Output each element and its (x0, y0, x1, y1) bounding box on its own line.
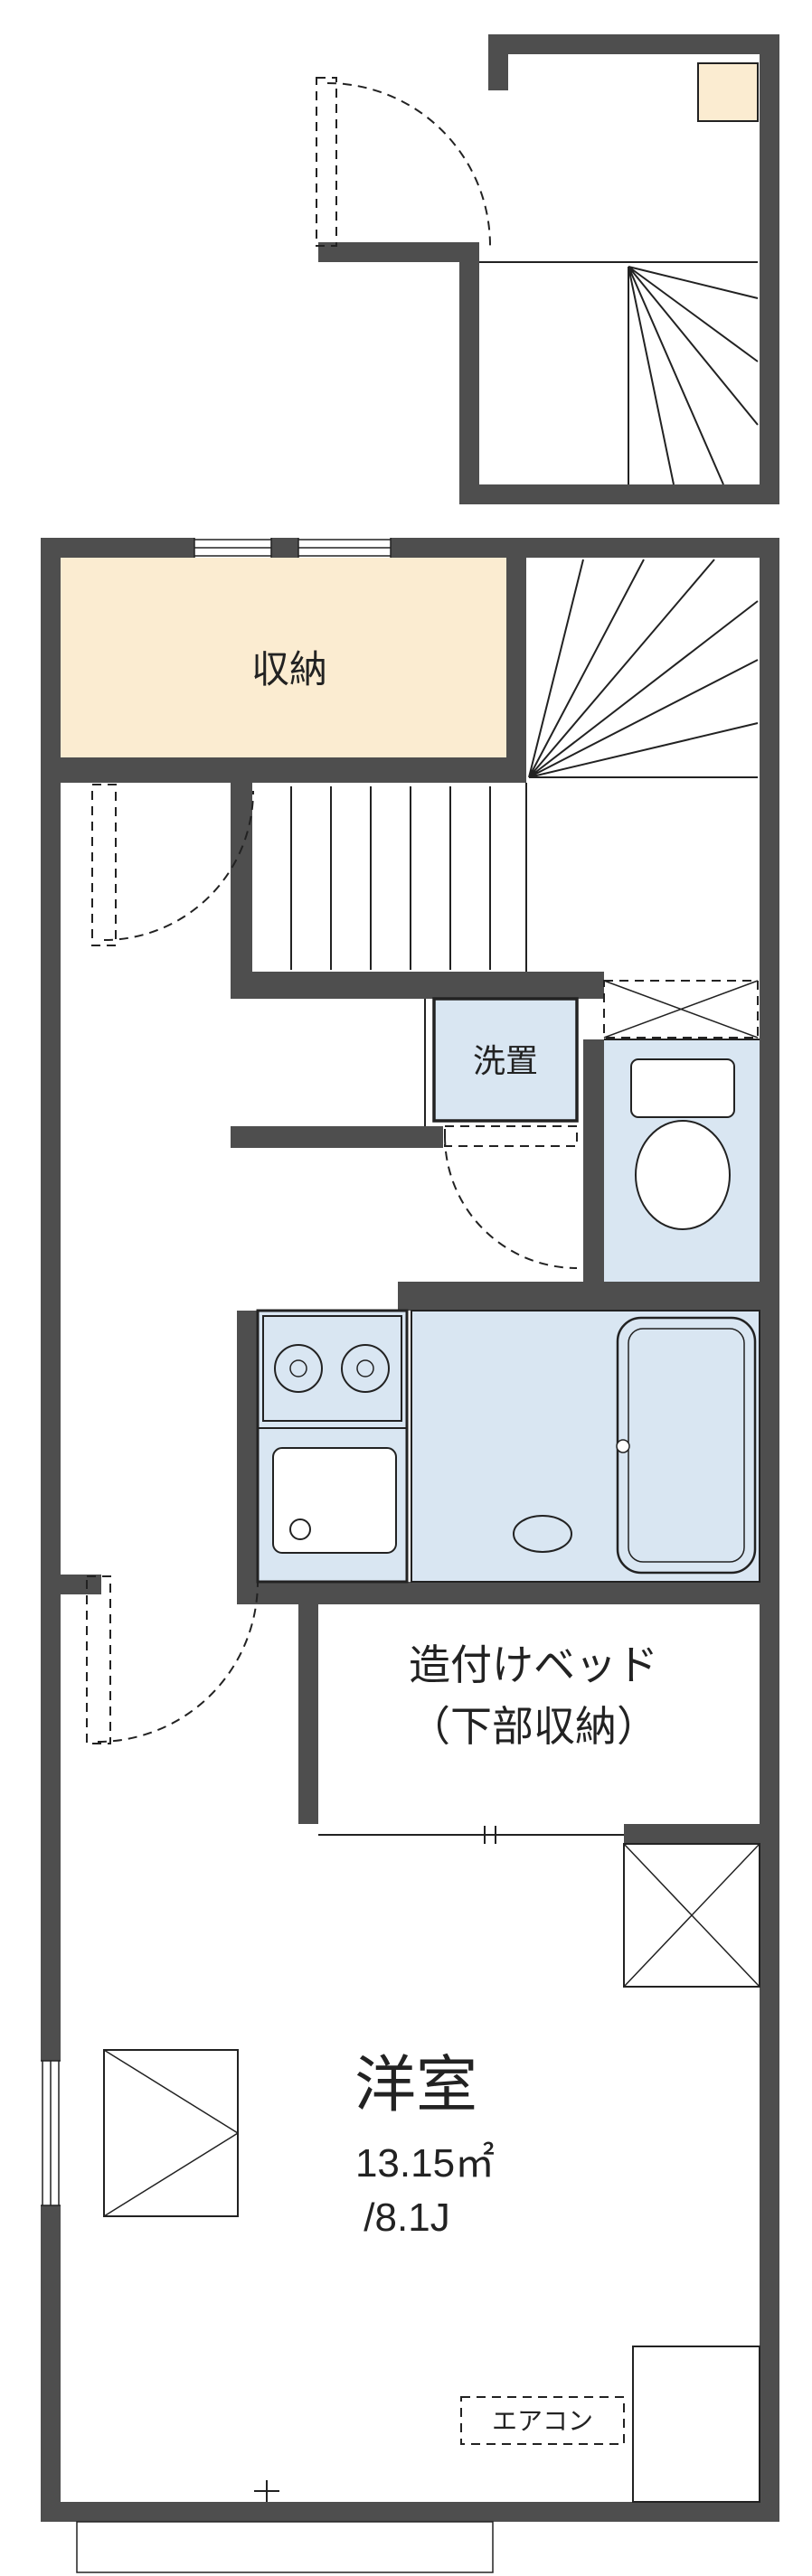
stairs-winder-treads (528, 559, 759, 778)
laundry-box (432, 997, 579, 1123)
window-left-lines (41, 2060, 61, 2206)
outer-wall-top-3 (391, 538, 779, 558)
wall-storage-stair (506, 558, 526, 783)
top-windows (194, 538, 392, 558)
wall-hall-stub (231, 1126, 443, 1148)
outer-wall-bottom (41, 2502, 779, 2522)
outer-walls (41, 538, 779, 2522)
storage-area-door (91, 784, 254, 946)
wall-bed-left (298, 1604, 318, 1824)
built-in-bed: 造付けベッド （下部収納） (318, 1641, 658, 1844)
burner-left-center (289, 1359, 307, 1377)
aircon-label: エアコン (492, 2407, 593, 2435)
entrance-wall-stub (318, 242, 479, 262)
toilet-bowl (635, 1120, 731, 1230)
stairs (290, 559, 759, 972)
window-top-1-lines (194, 538, 272, 558)
bath-door-knob (616, 1439, 630, 1453)
vent-mark (254, 2480, 279, 2502)
bay-window-swing (103, 2049, 239, 2217)
upper-cabinet-x (603, 980, 759, 1039)
washroom-door-leaf (444, 1125, 578, 1147)
sink-drain (289, 1518, 311, 1540)
room-door (86, 1575, 259, 1744)
entrance-wall-left-upper (488, 54, 508, 90)
burner-left (274, 1344, 323, 1393)
toilet-room (604, 1039, 760, 1282)
outer-wall-top-2 (271, 538, 298, 558)
laundry-space: 洗置 (432, 997, 579, 1123)
bay-window-box (103, 2049, 239, 2217)
bed-label-line2: （下部収納） (409, 1703, 658, 1750)
storage-area-door-arc (103, 790, 254, 941)
outer-wall-top-1 (41, 538, 194, 558)
entrance-winder-stairs (479, 261, 759, 485)
bathroom (411, 1310, 760, 1583)
entrance-wall-left-lower (459, 242, 479, 484)
room-name-label: 洋室 (354, 2051, 477, 2120)
entrance-wall-right (760, 54, 779, 504)
aircon: エアコン (460, 2396, 625, 2445)
wall-stair-left (231, 783, 252, 972)
aircon-box (460, 2396, 625, 2445)
wall-bath-bottom (237, 1582, 779, 1604)
entrance-wall-top (488, 34, 779, 54)
interior-walls (61, 558, 779, 1844)
wall-toilet-left (583, 1039, 604, 1282)
burner-right-center (356, 1359, 374, 1377)
room-door-arc (97, 1581, 259, 1743)
closet-box-x (623, 1843, 760, 1988)
burner-right (341, 1344, 390, 1393)
outer-wall-left-2 (41, 2205, 61, 2502)
storage-box-bottom-right (632, 2346, 760, 2503)
western-room: 洋室 13.15㎡ /8.1J エアコン (103, 1843, 760, 2503)
entrance-wall-bottom (459, 484, 760, 504)
wall-kitchen-left (237, 1311, 258, 1582)
wall-door-stub (61, 1575, 101, 1594)
entrance-stair-treads (479, 261, 759, 485)
sink (272, 1447, 397, 1554)
laundry-label: 洗置 (473, 1042, 538, 1079)
bed-front-edge (318, 1826, 624, 1844)
storage-label: 収納 (251, 648, 327, 691)
entrance-door (316, 77, 491, 247)
wall-bath-top (398, 1282, 779, 1311)
room-door-leaf (86, 1575, 111, 1744)
washroom-door-arc (444, 1135, 578, 1269)
outer-wall-left-1 (41, 558, 61, 2061)
room-area-m2-label: 13.15㎡ (355, 2141, 495, 2186)
bath-drain (513, 1515, 572, 1553)
entrance-block-walls (318, 34, 779, 504)
room-area-jo-label: /8.1J (364, 2195, 449, 2240)
bathroom-floor (411, 1310, 760, 1583)
stairs-straight-treads (290, 786, 491, 970)
kitchen (256, 1309, 409, 1584)
wall-below-stairs (231, 972, 604, 999)
balcony-hatch (76, 2521, 494, 2573)
storage-area-door-leaf (91, 784, 117, 946)
bed-label-line1: 造付けベッド (409, 1641, 658, 1688)
upper-cabinet (603, 980, 759, 1039)
washroom-door (444, 1125, 578, 1269)
stove (262, 1315, 402, 1422)
window-top-2-lines (297, 538, 392, 558)
toilet-tank (630, 1058, 735, 1118)
entrance-door-arc (326, 82, 491, 247)
storage-room (61, 558, 506, 757)
shoe-cabinet (697, 62, 759, 122)
left-window (41, 2060, 61, 2206)
outer-wall-right (760, 558, 779, 2502)
wall-below-storage (61, 757, 506, 783)
entrance-door-leaf (316, 77, 337, 247)
wall-bed-bottom (624, 1824, 779, 1844)
